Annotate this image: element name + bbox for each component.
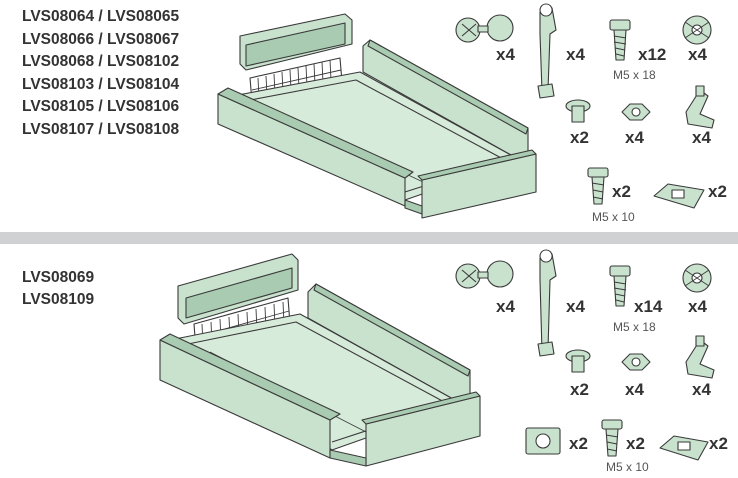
product-code-list: LVS08064 / LVS08065 LVS08066 / LVS08067 … (22, 6, 179, 141)
qty-screw-m5x10: x2 (626, 434, 645, 453)
spec-screw-m5x10: M5 x 10 (606, 460, 649, 474)
qty-clip-pair: x4 (496, 45, 515, 64)
hex-nut-drawing (621, 103, 651, 121)
cable-clamp-drawing (685, 85, 715, 129)
rivet-drawing (565, 349, 591, 373)
hook-bracket-drawing (537, 249, 557, 357)
qty-rivet: x2 (570, 128, 589, 147)
clip-pair-drawing (455, 14, 514, 43)
product-code-line: LVS08068 / LVS08102 (22, 53, 180, 70)
spec-screw-m5x10: M5 x 10 (592, 210, 635, 224)
qty-cable-clamp: x4 (692, 128, 711, 147)
kit-illustration (159, 249, 715, 467)
qty-hex-nut: x4 (625, 380, 644, 399)
qty-square-nut: x2 (569, 434, 588, 453)
kit-panel-top: LVS08064 / LVS08065 LVS08066 / LVS08067 … (0, 0, 738, 232)
drawer-tray-drawing (217, 13, 537, 219)
qty-screw-m5x18: x14 (634, 297, 663, 316)
hook-bracket-drawing (537, 3, 557, 99)
screw-m5x10-drawing (601, 419, 623, 457)
product-code-line: LVS08064 / LVS08065 (22, 8, 180, 25)
qty-rivet: x2 (570, 380, 589, 399)
cage-nut-drawing (682, 263, 712, 293)
spec-screw-m5x18: M5 x 18 (613, 68, 656, 82)
product-code-line: LVS08066 / LVS08067 (22, 30, 180, 48)
qty-cable-clamp: x4 (692, 380, 711, 399)
spring-nut-drawing (653, 183, 705, 209)
product-code-list: LVS08069 LVS08109 (22, 267, 94, 311)
qty-screw-m5x10: x2 (612, 182, 631, 201)
qty-hook-bracket: x4 (566, 297, 585, 316)
clip-pair-drawing (455, 260, 514, 289)
screw-m5x18-drawing (609, 265, 631, 307)
qty-spring-nut: x2 (708, 182, 727, 201)
kit-illustration (217, 3, 715, 219)
hex-nut-drawing (621, 353, 651, 371)
qty-screw-m5x18: x12 (638, 45, 667, 64)
rivet-drawing (565, 99, 591, 123)
product-code-line: LVS08109 (22, 291, 95, 308)
product-code-line: LVS08069 (22, 269, 95, 286)
square-nut-drawing (525, 427, 561, 455)
product-code-line: LVS08107 / LVS08108 (22, 120, 180, 138)
spring-nut-drawing (659, 435, 709, 461)
qty-clip-pair: x4 (496, 297, 515, 316)
qty-hex-nut: x4 (625, 128, 644, 147)
section-divider (0, 232, 738, 244)
qty-hook-bracket: x4 (566, 45, 585, 64)
product-code-line: LVS08105 / LVS08106 (22, 98, 180, 115)
screw-m5x18-drawing (609, 19, 631, 61)
cable-clamp-drawing (685, 335, 715, 379)
kit-panel-bottom: LVS08069 LVS08109 (0, 244, 738, 478)
drawer-tray-drawing (159, 253, 481, 467)
product-code-line: LVS08103 / LVS08104 (22, 75, 180, 93)
qty-cage-nut: x4 (688, 45, 707, 64)
qty-cage-nut: x4 (688, 297, 707, 316)
spec-screw-m5x18: M5 x 18 (613, 320, 656, 334)
qty-spring-nut: x2 (709, 434, 728, 453)
cage-nut-drawing (682, 15, 712, 45)
screw-m5x10-drawing (587, 167, 609, 205)
